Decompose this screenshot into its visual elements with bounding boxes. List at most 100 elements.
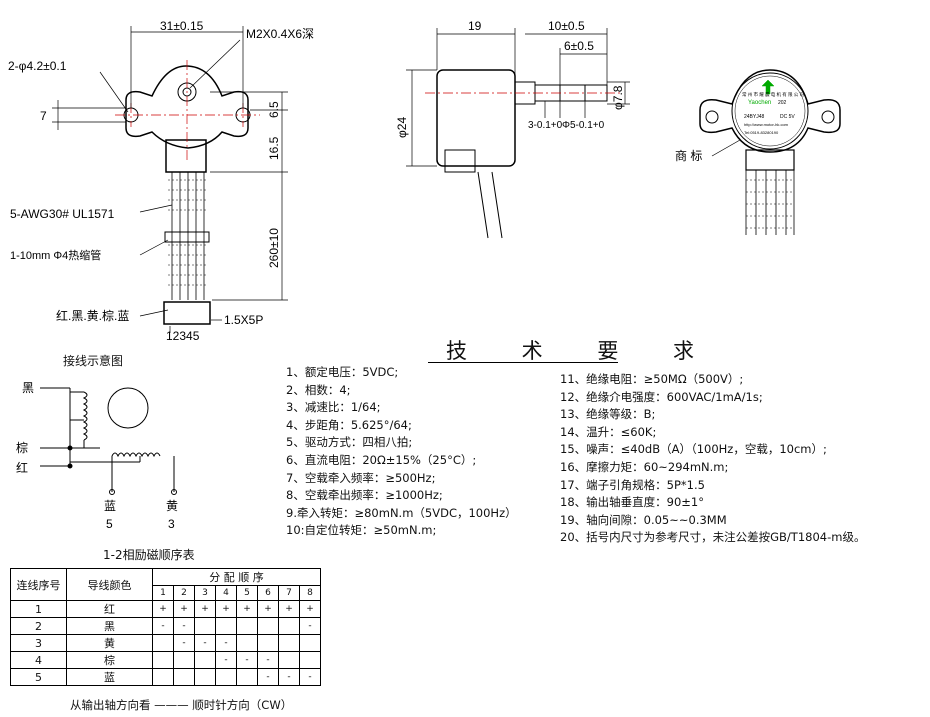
sequence-cell xyxy=(194,668,216,686)
header-seq: 连线序号 xyxy=(10,568,67,601)
label-view-motor xyxy=(699,69,841,235)
sequence-cell: + xyxy=(173,600,195,618)
sequence-cell: - xyxy=(278,668,300,686)
sequence-cell: + xyxy=(299,600,321,618)
sequence-cell: - xyxy=(299,617,321,635)
spec-item: 14、温升：≤60K; xyxy=(560,424,657,439)
sequence-cell xyxy=(173,668,195,686)
sequence-cell xyxy=(236,617,258,635)
row-color: 黄 xyxy=(66,634,153,652)
dim-holes: 2-φ4.2±0.1 xyxy=(8,59,67,73)
row-color: 蓝 xyxy=(66,668,153,686)
front-dimension-lines xyxy=(52,26,288,333)
dim-width: 31±0.15 xyxy=(160,19,204,33)
spec-item: 17、端子引角规格：5P*1.5 xyxy=(560,477,705,492)
logo-icon xyxy=(761,79,775,95)
wire-brown-label: 棕 xyxy=(16,440,28,455)
spec-item: 9.牵入转矩：≥80mN.m（5VDC，100Hz） xyxy=(286,505,517,520)
dim-screw: M2X0.4X6深 xyxy=(246,27,314,41)
sequence-cell: - xyxy=(173,617,195,635)
dim-7: 7 xyxy=(40,109,47,123)
wire-black-label: 黑 xyxy=(22,381,34,395)
wire-blue-pin: 5 xyxy=(106,517,113,531)
wire-yellow-pin: 3 xyxy=(168,517,175,531)
sequence-cell xyxy=(278,651,300,669)
step-header: 2 xyxy=(173,585,195,601)
sequence-cell: - xyxy=(257,668,279,686)
wire-blue-label: 蓝 xyxy=(104,499,116,513)
sequence-cell xyxy=(194,617,216,635)
step-header: 3 xyxy=(194,585,216,601)
spec-item: 4、步距角：5.625°/64; xyxy=(286,417,412,432)
sequence-cell: + xyxy=(194,600,216,618)
sequence-cell: - xyxy=(215,651,237,669)
dim-19: 19 xyxy=(468,19,482,33)
row-number: 3 xyxy=(10,634,67,652)
connector-spec: 1.5X5P xyxy=(224,313,263,327)
dim-10: 10±0.5 xyxy=(548,19,585,33)
sequence-cell xyxy=(236,668,258,686)
sequence-cell xyxy=(299,634,321,652)
spec-item: 2、相数：4; xyxy=(286,382,351,397)
sequence-cell: - xyxy=(194,634,216,652)
sequence-cell: + xyxy=(215,600,237,618)
sequence-cell xyxy=(215,668,237,686)
wiring-title: 接线示意图 xyxy=(63,354,124,368)
step-header: 6 xyxy=(257,585,279,601)
spec-item: 7、空载牵入频率：≥500Hz; xyxy=(286,470,436,485)
wiring-diagram xyxy=(40,387,177,495)
sequence-cell: - xyxy=(236,651,258,669)
sequence-table-title: 1-2相励磁顺序表 xyxy=(103,548,195,562)
step-header: 7 xyxy=(278,585,300,601)
spec-item: 12、绝缘介电强度：600VAC/1mA/1s; xyxy=(560,389,763,404)
spec-item: 1、额定电压：5VDC; xyxy=(286,365,399,379)
direction-note: 从输出轴方向看 ——— 顺时针方向（CW） xyxy=(70,698,293,712)
sequence-cell xyxy=(173,651,195,669)
sequence-cell xyxy=(236,634,258,652)
label-code: 202 xyxy=(778,100,787,106)
sequence-cell xyxy=(278,617,300,635)
label-company: 常 州 市 耀 晨 电 机 有 限 公 司 xyxy=(742,91,804,98)
spec-item: 15、噪声：≤40dB（A）（100Hz，空载，10cm）; xyxy=(560,442,827,457)
dim-260: 260±10 xyxy=(267,228,281,268)
spec-item: 16、摩擦力矩：60~294mN.m; xyxy=(560,459,729,474)
dim-16-5: 16.5 xyxy=(267,136,281,160)
tech-requirements-title: 技 术 要 求 xyxy=(446,339,719,363)
sequence-cell: - xyxy=(257,651,279,669)
dim-6: 6±0.5 xyxy=(564,39,594,53)
sequence-cell: - xyxy=(215,634,237,652)
sequence-cell xyxy=(215,617,237,635)
sequence-cell: - xyxy=(299,668,321,686)
spec-item: 10:自定位转矩：≥50mN.m; xyxy=(286,523,437,538)
wire-red-label: 红 xyxy=(16,460,28,475)
row-color: 棕 xyxy=(66,651,153,669)
spec-item: 11、绝缘电阻：≥50MΩ（500V）; xyxy=(560,372,744,386)
dim-7-8: φ7.8 xyxy=(611,85,625,110)
spec-item: 18、输出轴垂直度：90±1° xyxy=(560,495,704,510)
spec-item: 13、绝缘等级：B; xyxy=(560,407,656,422)
label-phone: Tel:0519-83280190 xyxy=(744,130,779,135)
spec-item: 8、空载牵出频率：≥1000Hz; xyxy=(286,488,443,503)
sequence-cell xyxy=(278,634,300,652)
sequence-cell: + xyxy=(236,600,258,618)
row-number: 2 xyxy=(10,617,67,635)
side-dimension-lines xyxy=(406,28,630,167)
label-web: http://www.motor-hk.com xyxy=(744,122,789,127)
label-logo: Yaochen xyxy=(748,100,771,106)
title-underline xyxy=(428,362,618,363)
sequence-cell xyxy=(299,651,321,669)
sequence-cell xyxy=(152,651,174,669)
sequence-cell: + xyxy=(278,600,300,618)
dim-3: 3-0.1+0 xyxy=(528,120,563,131)
header-distribution: 分 配 顺 序 xyxy=(152,568,321,586)
spec-item: 3、减速比：1/64; xyxy=(286,400,381,415)
label-callout: 商 标 xyxy=(675,148,702,163)
